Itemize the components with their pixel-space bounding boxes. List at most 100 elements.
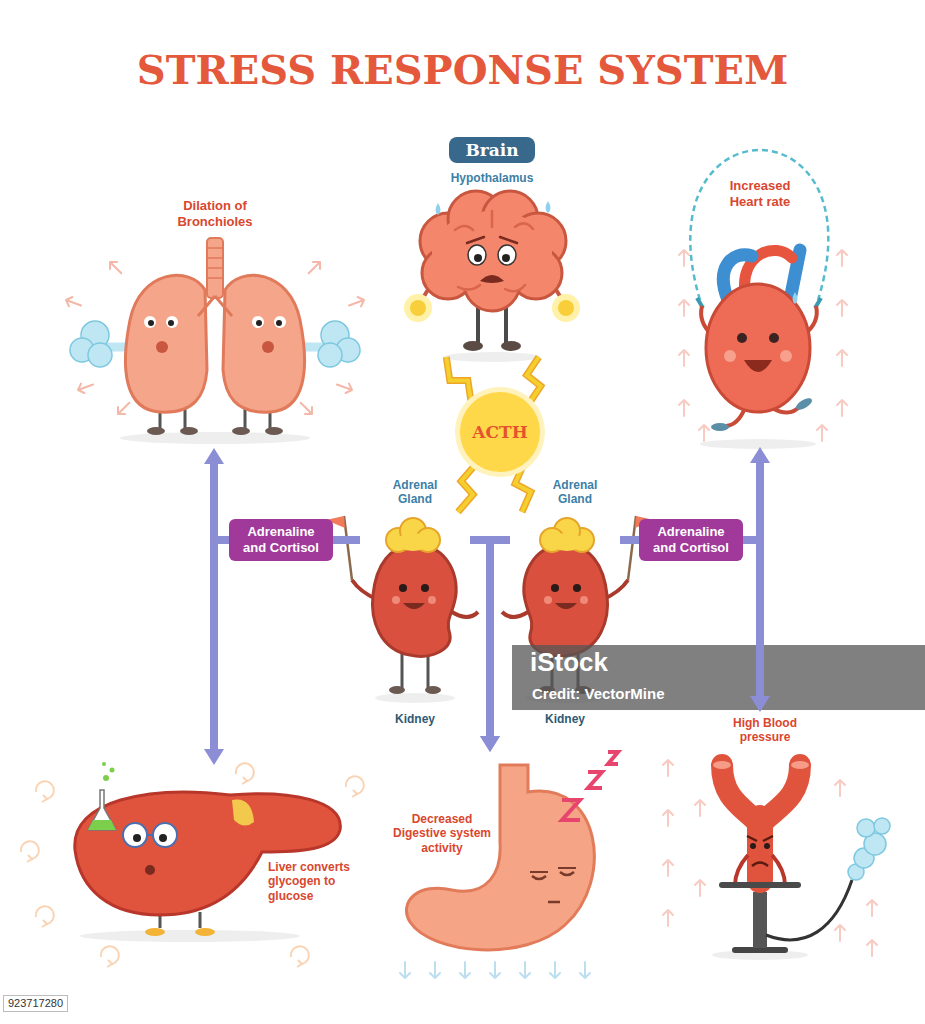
motion-arrows [837, 350, 847, 366]
liver-figure [102, 762, 106, 766]
lungs-figure [168, 320, 174, 326]
organ-heading: Brain [449, 137, 534, 163]
pathway-line [333, 536, 360, 544]
lungs-figure [232, 427, 250, 435]
blood-pressure-figure [712, 761, 890, 960]
motion-arrows [663, 910, 673, 926]
motion-arrows [520, 962, 530, 978]
lungs-figure [125, 275, 207, 412]
motion-arrows [837, 250, 847, 266]
motion-arrows [695, 880, 705, 896]
motion-arrows [430, 962, 440, 978]
signal-bolt-line [446, 357, 471, 404]
blood-pressure-figure [712, 950, 808, 960]
motion-arrows [663, 760, 673, 776]
blood-pressure-figure [750, 843, 756, 849]
lungs-figure [276, 320, 282, 326]
liver-figure [145, 865, 155, 875]
signal-bolt [515, 464, 531, 512]
pathway-line [743, 463, 760, 540]
motion-arrows [305, 258, 323, 276]
arrow-head [480, 736, 500, 752]
signal-bolt-outline [515, 464, 531, 512]
motion-arrows [550, 962, 560, 978]
motion-arrows [580, 962, 590, 978]
liver-figure [153, 823, 177, 847]
lungs-figure [207, 238, 223, 298]
heart-figure [794, 396, 814, 412]
blood-pressure-figure [857, 819, 875, 837]
pathway-arrow [620, 540, 639, 541]
organ-label: Kidney [395, 712, 435, 726]
blood-pressure-figure [764, 843, 770, 849]
lungs-figure [262, 341, 274, 353]
brain-organ: BrainHypothalamus [400, 135, 585, 357]
motion-arrows [106, 258, 124, 276]
blood-vessel-figure: High Blood pressure [690, 712, 890, 962]
lungs-figure [88, 343, 112, 367]
hormone-circle: ACTH [460, 392, 539, 471]
kidney-figure [399, 584, 407, 592]
signal-bolt-line [527, 357, 541, 404]
liver-figure [88, 820, 116, 830]
lungs-figure [70, 321, 360, 367]
blood-pressure-figure [766, 880, 852, 940]
motion-arrows [297, 399, 315, 417]
heart-figure [711, 423, 729, 431]
pathway-line [620, 536, 639, 544]
brain-figure [410, 300, 426, 316]
liver-figure [232, 799, 254, 825]
heart-figure [780, 350, 792, 362]
lungs-figure [166, 316, 178, 328]
motion-arrows [335, 380, 353, 395]
watermark: Credit: VectorMine [532, 685, 665, 703]
liver-figure [147, 834, 153, 836]
pathway-arrow [333, 540, 360, 541]
signal-bolt-line [515, 464, 531, 512]
lungs-figure [156, 341, 168, 353]
image-id: 923717280 [3, 995, 68, 1012]
motion-arrows [663, 810, 673, 826]
stomach-figure [562, 752, 618, 820]
brain-figure [552, 294, 580, 322]
motion-arrows [837, 300, 847, 316]
motion-arrows [36, 781, 54, 802]
hormone-box: Adrenaline and Cortisol [229, 519, 333, 562]
kidney-figure [452, 612, 478, 617]
effect-label: Dilation of Bronchioles [155, 198, 275, 229]
motion-arrows [64, 295, 82, 310]
liver-figure [80, 930, 300, 942]
brain-figure [502, 254, 510, 262]
pathway-line [214, 464, 229, 540]
heart-figure [744, 360, 772, 372]
kidney-organ: Adrenal GlandKidney [360, 512, 470, 728]
stomach-figure [406, 765, 594, 950]
motion-arrows [695, 800, 705, 816]
blood-pressure-figure [753, 892, 767, 948]
pathway-arrow [743, 447, 770, 540]
motion-arrows [837, 400, 847, 416]
organ-label: Adrenal Gland [387, 478, 443, 507]
brain-figure [404, 191, 580, 362]
blood-pressure-figure [791, 761, 809, 769]
kidney-figure [386, 518, 440, 552]
blood-pressure-figure [752, 863, 768, 867]
blood-pressure-figure [713, 761, 731, 769]
kidney-figure [428, 596, 436, 604]
motion-arrows [460, 962, 470, 978]
hormone-label: Adrenaline and Cortisol [647, 524, 735, 557]
blood-pressure-figure [747, 836, 773, 841]
heart-figure [737, 333, 747, 343]
brain-figure [474, 254, 482, 262]
pathway-arrow [204, 540, 229, 765]
signal-bolt-outline [446, 357, 471, 404]
organ-label: Kidney [545, 712, 585, 726]
motion-arrows [679, 250, 689, 266]
kidney-figure [425, 686, 441, 694]
motion-arrows [679, 300, 689, 316]
motion-arrows [679, 350, 689, 366]
watermark-band [512, 645, 925, 710]
brain-figure [468, 245, 486, 265]
arrow-head [204, 749, 224, 765]
stomach-figure [532, 872, 574, 879]
